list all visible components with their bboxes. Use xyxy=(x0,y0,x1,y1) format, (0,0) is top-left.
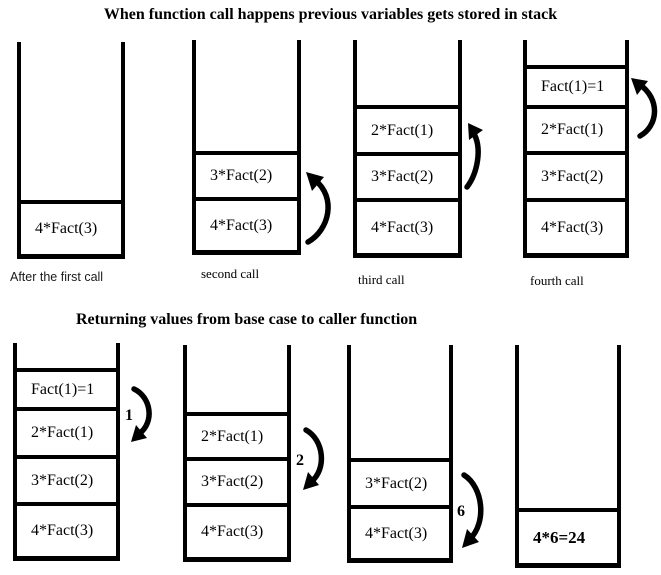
return-arrow-icon xyxy=(303,427,325,490)
stack-cell: 4*Fact(3) xyxy=(196,197,297,250)
section1-title: When function call happens previous vari… xyxy=(103,6,558,23)
stack-third-call: 2*Fact(1) 3*Fact(2) 4*Fact(3) xyxy=(353,40,462,258)
call-arrow-icon xyxy=(305,172,331,245)
stack-first-call: 4*Fact(3) xyxy=(17,42,125,259)
stack-cell: 2*Fact(1) xyxy=(357,105,458,152)
stack-return-step2: 2*Fact(1) 3*Fact(2) 4*Fact(3) xyxy=(183,345,291,562)
stack-cell: 4*Fact(3) xyxy=(21,200,121,254)
stack-caption: fourth call xyxy=(530,273,584,288)
stack-cell: Fact(1)=1 xyxy=(527,65,625,105)
stack-final-result: 4*6=24 xyxy=(515,345,621,568)
stack-cell: 4*Fact(3) xyxy=(351,505,449,558)
stack-cell: 4*Fact(3) xyxy=(527,198,625,253)
stack-caption: second call xyxy=(201,266,260,281)
stack-cell: 2*Fact(1) xyxy=(17,407,116,455)
return-arrow-icon xyxy=(131,386,152,442)
stack-return-step3: 3*Fact(2) 4*Fact(3) xyxy=(347,345,453,563)
stack-return-step1: Fact(1)=1 2*Fact(1) 3*Fact(2) 4*Fact(3) xyxy=(13,343,120,561)
section2-title: Returning values from base case to calle… xyxy=(76,311,418,328)
stack-cell-result: 4*6=24 xyxy=(519,508,617,563)
stack-cell: 3*Fact(2) xyxy=(187,457,287,503)
stack-caption: third call xyxy=(358,272,405,287)
stack-cell: 3*Fact(2) xyxy=(17,455,116,502)
stack-cell: Fact(1)=1 xyxy=(17,368,116,407)
stack-cell: 2*Fact(1) xyxy=(187,412,287,457)
return-value-label: 1 xyxy=(125,407,133,424)
stack-caption: After the first call xyxy=(10,270,104,284)
return-value-label: 6 xyxy=(457,503,465,520)
stack-cell: 4*Fact(3) xyxy=(357,198,458,253)
stack-cell: 3*Fact(2) xyxy=(351,458,449,505)
stack-second-call: 3*Fact(2) 4*Fact(3) xyxy=(192,40,301,255)
call-arrow-icon xyxy=(631,78,658,139)
stack-cell: 4*Fact(3) xyxy=(187,503,287,557)
return-arrow-icon xyxy=(461,472,484,548)
stack-cell: 3*Fact(2) xyxy=(196,151,297,197)
stack-cell: 3*Fact(2) xyxy=(357,152,458,198)
stack-cell: 2*Fact(1) xyxy=(527,105,625,151)
stack-fourth-call: Fact(1)=1 2*Fact(1) 3*Fact(2) 4*Fact(3) xyxy=(523,40,629,258)
stack-cell: 3*Fact(2) xyxy=(527,151,625,198)
stack-cell: 4*Fact(3) xyxy=(17,502,116,556)
call-arrow-icon xyxy=(464,123,483,190)
return-value-label: 2 xyxy=(296,452,304,469)
